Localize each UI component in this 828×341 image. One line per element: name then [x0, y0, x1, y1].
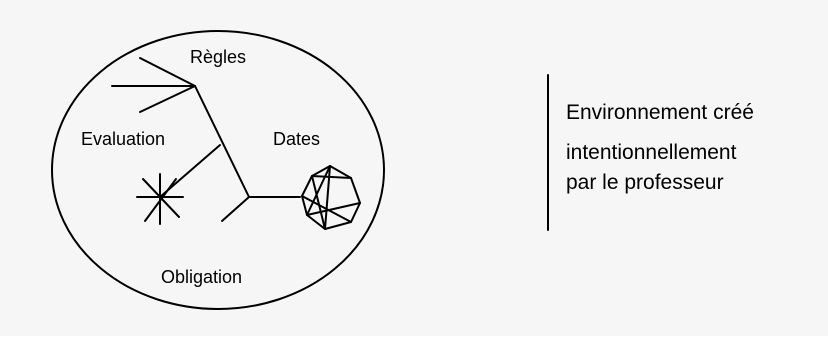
polyhedron-shape: [301, 165, 361, 230]
caption-line-1: Environnement créé: [566, 101, 754, 124]
environment-ellipse: [51, 30, 385, 310]
polyhedron-edge-5: [306, 202, 361, 216]
caption-line-2: intentionnellement: [566, 141, 737, 164]
label-evaluation: Evaluation: [81, 129, 165, 149]
arrow-line-top: [139, 57, 196, 87]
cross-line-diagonal-2: [144, 178, 177, 222]
evaluation-branch: [136, 144, 221, 225]
dates-branch: [221, 196, 301, 222]
label-obligation: Obligation: [161, 267, 242, 287]
polyhedron-edge-2: [311, 175, 352, 179]
polyhedron-edge-4: [306, 165, 331, 216]
arrow-line-bottom: [139, 85, 196, 113]
main-trunk-line: [194, 85, 250, 198]
label-dates: Dates: [273, 129, 320, 149]
arrow-lines: [111, 57, 196, 113]
caption-line-3: par le professeur: [566, 171, 724, 194]
dates-short-line: [221, 196, 250, 222]
polyhedron-edge-6: [311, 175, 326, 230]
label-regles: Règles: [190, 47, 246, 67]
polyhedron-edge-3: [301, 195, 352, 223]
